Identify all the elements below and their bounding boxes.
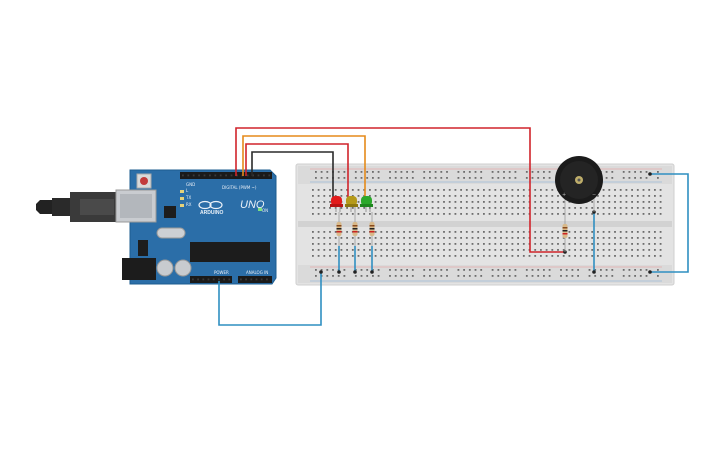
rx-label: RX bbox=[186, 202, 192, 207]
svg-text:+: + bbox=[562, 192, 566, 198]
piezo-buzzer[interactable]: + − bbox=[555, 156, 603, 214]
analog-label: ANALOG IN bbox=[246, 270, 268, 275]
wire-blue-rail[interactable] bbox=[650, 173, 689, 273]
arduino-uno-board[interactable]: UNO ARDUINO DIGITAL (PWM ~) POWER ANALOG… bbox=[36, 169, 277, 285]
resistor[interactable] bbox=[336, 212, 342, 246]
yellow-led[interactable] bbox=[345, 196, 358, 212]
wires[interactable] bbox=[218, 127, 689, 326]
tx-led bbox=[180, 197, 184, 200]
capacitor bbox=[174, 259, 192, 277]
wire-blue-gnd[interactable] bbox=[218, 272, 322, 326]
green-led[interactable] bbox=[360, 196, 373, 212]
analog-header[interactable] bbox=[238, 276, 272, 283]
wire-black-red-led[interactable] bbox=[251, 151, 334, 200]
digital-label: DIGITAL (PWM ~) bbox=[222, 185, 257, 190]
gnd-label: GND bbox=[186, 182, 195, 187]
power-label: POWER bbox=[214, 270, 229, 275]
resistor[interactable] bbox=[562, 214, 568, 252]
wire-orange-green-led[interactable] bbox=[242, 135, 366, 200]
red-led[interactable] bbox=[330, 196, 343, 212]
l-led bbox=[180, 190, 184, 193]
l-label: L bbox=[186, 188, 189, 193]
usb-cable[interactable] bbox=[52, 198, 70, 216]
power-jack bbox=[122, 258, 156, 280]
wire-red-buzzer[interactable] bbox=[235, 127, 565, 253]
resistor[interactable] bbox=[369, 212, 375, 246]
resistor[interactable] bbox=[352, 212, 358, 246]
capacitor bbox=[156, 259, 174, 277]
atmega-chip bbox=[190, 242, 270, 262]
tx-label: TX bbox=[185, 195, 191, 200]
on-label: ON bbox=[262, 208, 268, 213]
svg-text:−: − bbox=[592, 192, 596, 198]
usb-plug-end bbox=[36, 200, 52, 214]
arduino-logo-text: ARDUINO bbox=[200, 210, 223, 216]
on-led bbox=[258, 208, 262, 211]
arduino-logo-icon bbox=[198, 200, 212, 210]
power-header[interactable] bbox=[190, 276, 232, 283]
wire-red-yellow-led[interactable] bbox=[245, 143, 349, 200]
rx-led bbox=[180, 204, 184, 207]
